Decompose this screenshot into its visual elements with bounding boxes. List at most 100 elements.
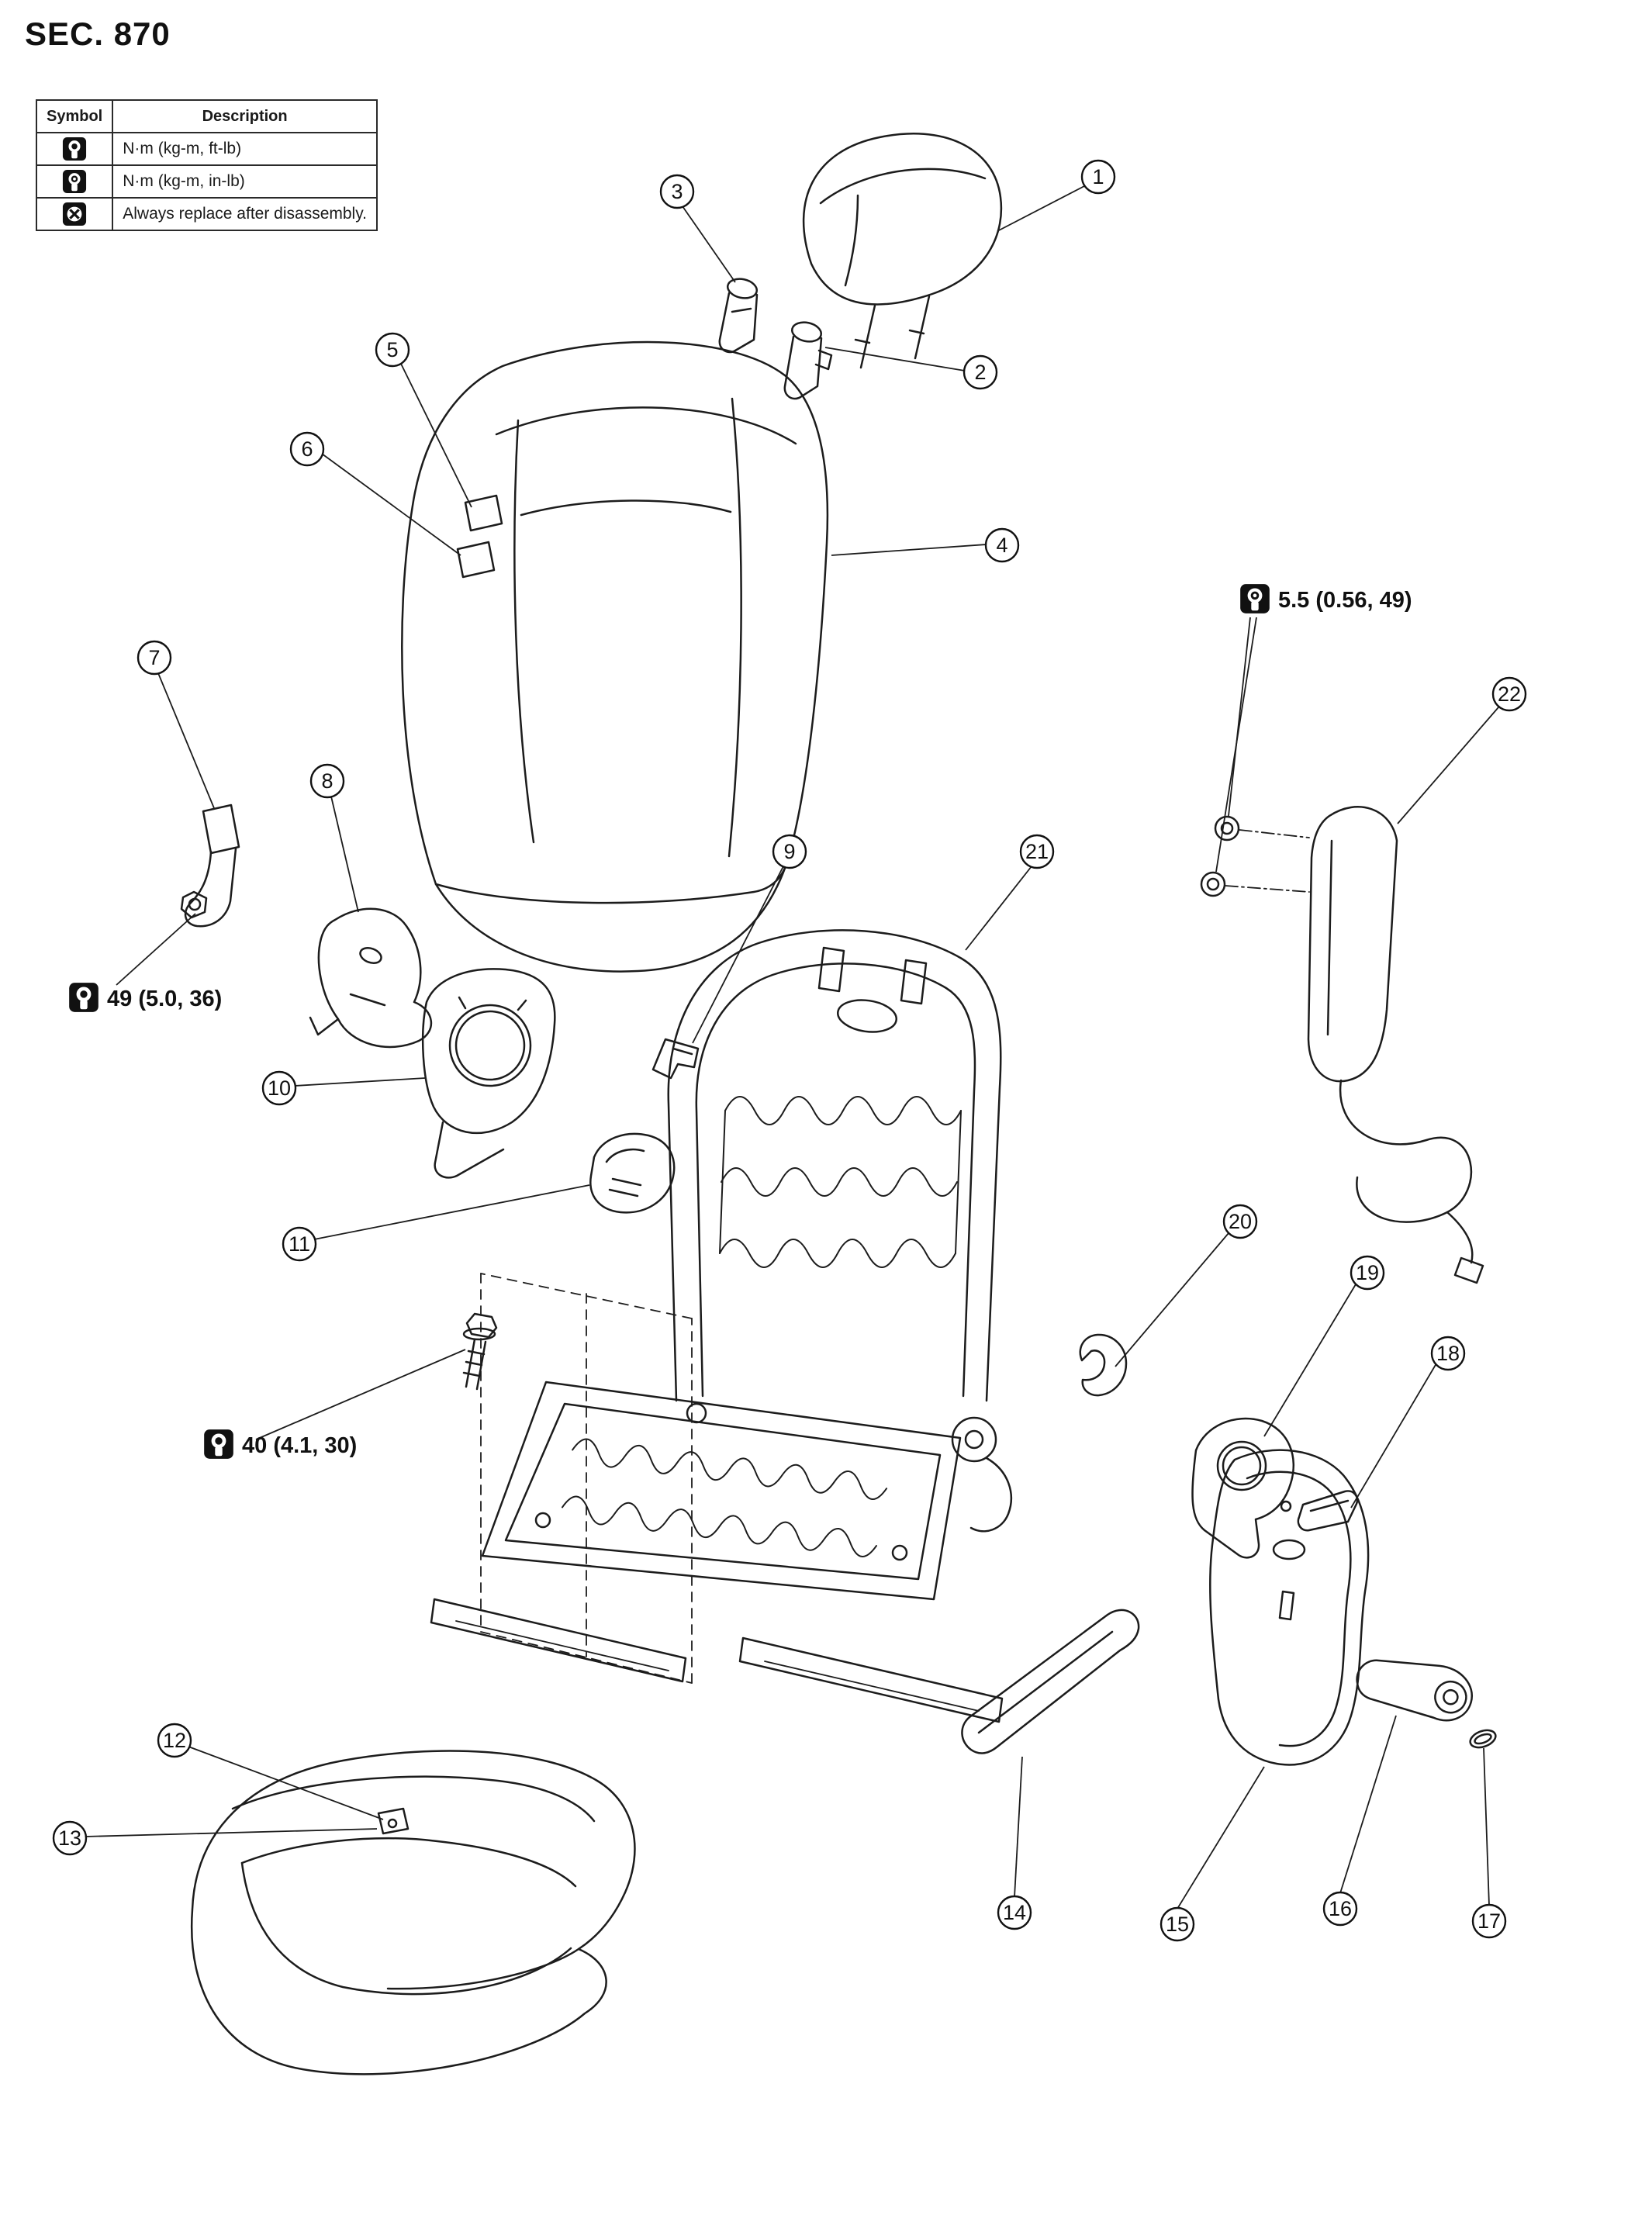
leader-line <box>831 544 987 556</box>
hook-cover-part <box>1079 1333 1128 1397</box>
legend-header-symbol: Symbol <box>35 99 114 133</box>
slide-lever-part <box>961 1609 1140 1754</box>
torque-value: 40 (4.1, 30) <box>242 1433 357 1458</box>
leader-line <box>1228 617 1251 817</box>
leader-line <box>1115 1232 1229 1367</box>
torque-value: 49 (5.0, 36) <box>107 987 222 1011</box>
callout-6: 6 <box>289 431 325 467</box>
mount-bolt-part <box>462 1312 498 1391</box>
pivot-cap-part <box>589 1132 676 1214</box>
torque-label: 40 (4.1, 30) <box>204 1429 357 1459</box>
callout-number: 3 <box>671 180 683 203</box>
torque-label: 49 (5.0, 36) <box>69 983 222 1012</box>
seat-cushion-part <box>190 1750 636 2075</box>
callout-number: 6 <box>301 437 313 461</box>
callout-number: 4 <box>996 534 1007 557</box>
headrest-guide-right-part <box>783 321 833 400</box>
callout-2: 2 <box>963 354 998 390</box>
callout-9: 9 <box>772 834 807 869</box>
callout-4: 4 <box>984 527 1020 563</box>
legend-table: Symbol Description N·m (kg-m, ft-lb) N·m… <box>35 99 378 231</box>
callout-number: 1 <box>1092 165 1104 188</box>
callout-number: 2 <box>974 361 986 384</box>
leader-line <box>1350 1363 1437 1509</box>
callout-7: 7 <box>137 640 172 676</box>
leader-line <box>1483 1747 1490 1906</box>
inner-side-bracket-part <box>309 907 432 1049</box>
legend-description: Always replace after disassembly. <box>112 197 378 231</box>
seat-frame-part <box>430 929 1012 1723</box>
leader-line <box>1397 707 1499 824</box>
callout-number: 18 <box>1436 1342 1460 1365</box>
callout-number: 21 <box>1025 840 1049 863</box>
legend-row: N·m (kg-m, ft-lb) <box>35 132 378 166</box>
callout-22: 22 <box>1491 676 1527 712</box>
callout-1: 1 <box>1080 159 1116 195</box>
callout-number: 12 <box>163 1729 186 1752</box>
leader-line <box>682 206 736 283</box>
leader-line <box>1014 1756 1023 1898</box>
recliner-cover-part <box>421 968 556 1179</box>
leader-line <box>1177 1766 1265 1909</box>
snap-ring-part <box>1469 1729 1497 1749</box>
callout-10: 10 <box>261 1070 297 1106</box>
leader-line <box>321 453 461 556</box>
callout-number: 15 <box>1166 1913 1189 1936</box>
clip-part <box>651 1038 700 1080</box>
leader-line <box>1339 1715 1397 1894</box>
leader-line <box>188 1746 384 1820</box>
callout-number: 17 <box>1477 1909 1501 1933</box>
callout-number: 14 <box>1003 1901 1026 1924</box>
torque-inlb-icon <box>1240 584 1270 613</box>
leader-line <box>255 1349 466 1440</box>
leader-line <box>692 866 784 1044</box>
walkin-lever-part <box>1297 1490 1359 1532</box>
leader-line <box>294 1077 426 1087</box>
callout-16: 16 <box>1322 1891 1358 1927</box>
legend-row: N·m (kg-m, in-lb) <box>35 164 378 199</box>
callout-number: 19 <box>1356 1261 1379 1284</box>
callout-number: 10 <box>268 1077 291 1100</box>
callout-number: 13 <box>58 1826 81 1850</box>
torque-label: 5.5 (0.56, 49) <box>1240 584 1412 613</box>
lift-housing-part <box>1191 1417 1294 1559</box>
leader-line <box>400 363 472 508</box>
callout-21: 21 <box>1019 834 1055 869</box>
leader-line <box>157 672 215 809</box>
callout-17: 17 <box>1471 1903 1507 1939</box>
callout-13: 13 <box>52 1820 88 1856</box>
leader-line <box>330 796 359 913</box>
callout-15: 15 <box>1160 1906 1195 1942</box>
lift-knob-part <box>1356 1659 1474 1722</box>
section-title: SEC. 870 <box>25 16 171 52</box>
callout-number: 7 <box>148 646 160 669</box>
headrest-guide-left-part <box>718 278 759 354</box>
callout-number: 16 <box>1329 1897 1352 1920</box>
callout-12: 12 <box>157 1723 192 1758</box>
leader-line <box>824 347 966 372</box>
callout-number: 5 <box>386 338 398 361</box>
leader-line <box>313 1184 590 1240</box>
callout-19: 19 <box>1350 1255 1385 1291</box>
legend-row: Always replace after disassembly. <box>35 197 378 231</box>
legend-description: N·m (kg-m, in-lb) <box>112 164 378 199</box>
callout-3: 3 <box>659 174 695 209</box>
torque-value: 5.5 (0.56, 49) <box>1278 588 1412 613</box>
headrest-part <box>802 133 1003 369</box>
leader-line <box>965 866 1032 951</box>
callout-number: 11 <box>289 1232 310 1256</box>
torque-ftlb-icon <box>69 983 98 1012</box>
callout-number: 8 <box>321 769 333 793</box>
callout-11: 11 <box>282 1226 317 1262</box>
callout-20: 20 <box>1222 1204 1258 1239</box>
leader-line <box>85 1828 378 1837</box>
callout-number: 20 <box>1229 1210 1252 1233</box>
leader-line <box>997 185 1085 232</box>
leader-line <box>116 913 196 986</box>
side-finisher-part <box>1209 1449 1370 1766</box>
callout-14: 14 <box>997 1895 1032 1930</box>
callout-5: 5 <box>375 332 410 368</box>
legend-header-description: Description <box>112 99 378 133</box>
